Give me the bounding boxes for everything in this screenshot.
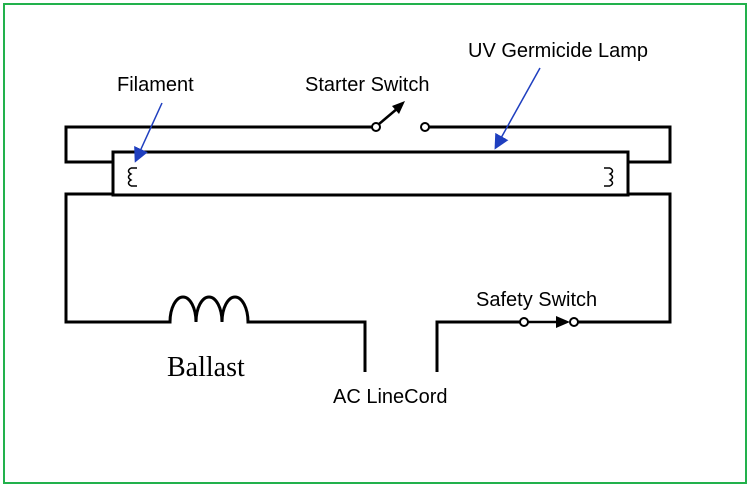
ballast-coil-icon (155, 295, 262, 324)
filament-left-icon (127, 167, 137, 187)
uv-lamp-tube (111, 150, 630, 197)
ac-linecord-label: AC LineCord (333, 386, 448, 408)
power-circuit-wire (64, 192, 672, 372)
filament-label: Filament (117, 74, 194, 96)
starter-circuit-wire (64, 125, 672, 164)
ballast-label: Ballast (167, 352, 245, 383)
diagram-frame (3, 3, 747, 484)
filament-right-icon (604, 167, 614, 187)
safety-switch-label: Safety Switch (476, 289, 597, 311)
starter-switch-symbol (371, 101, 430, 132)
uv-lamp-label: UV Germicide Lamp (468, 40, 648, 62)
filament-pointer-arrow (134, 102, 163, 163)
safety-switch-symbol (519, 316, 579, 328)
starter-switch-label: Starter Switch (305, 74, 429, 96)
lamp-pointer-arrow (494, 67, 541, 150)
